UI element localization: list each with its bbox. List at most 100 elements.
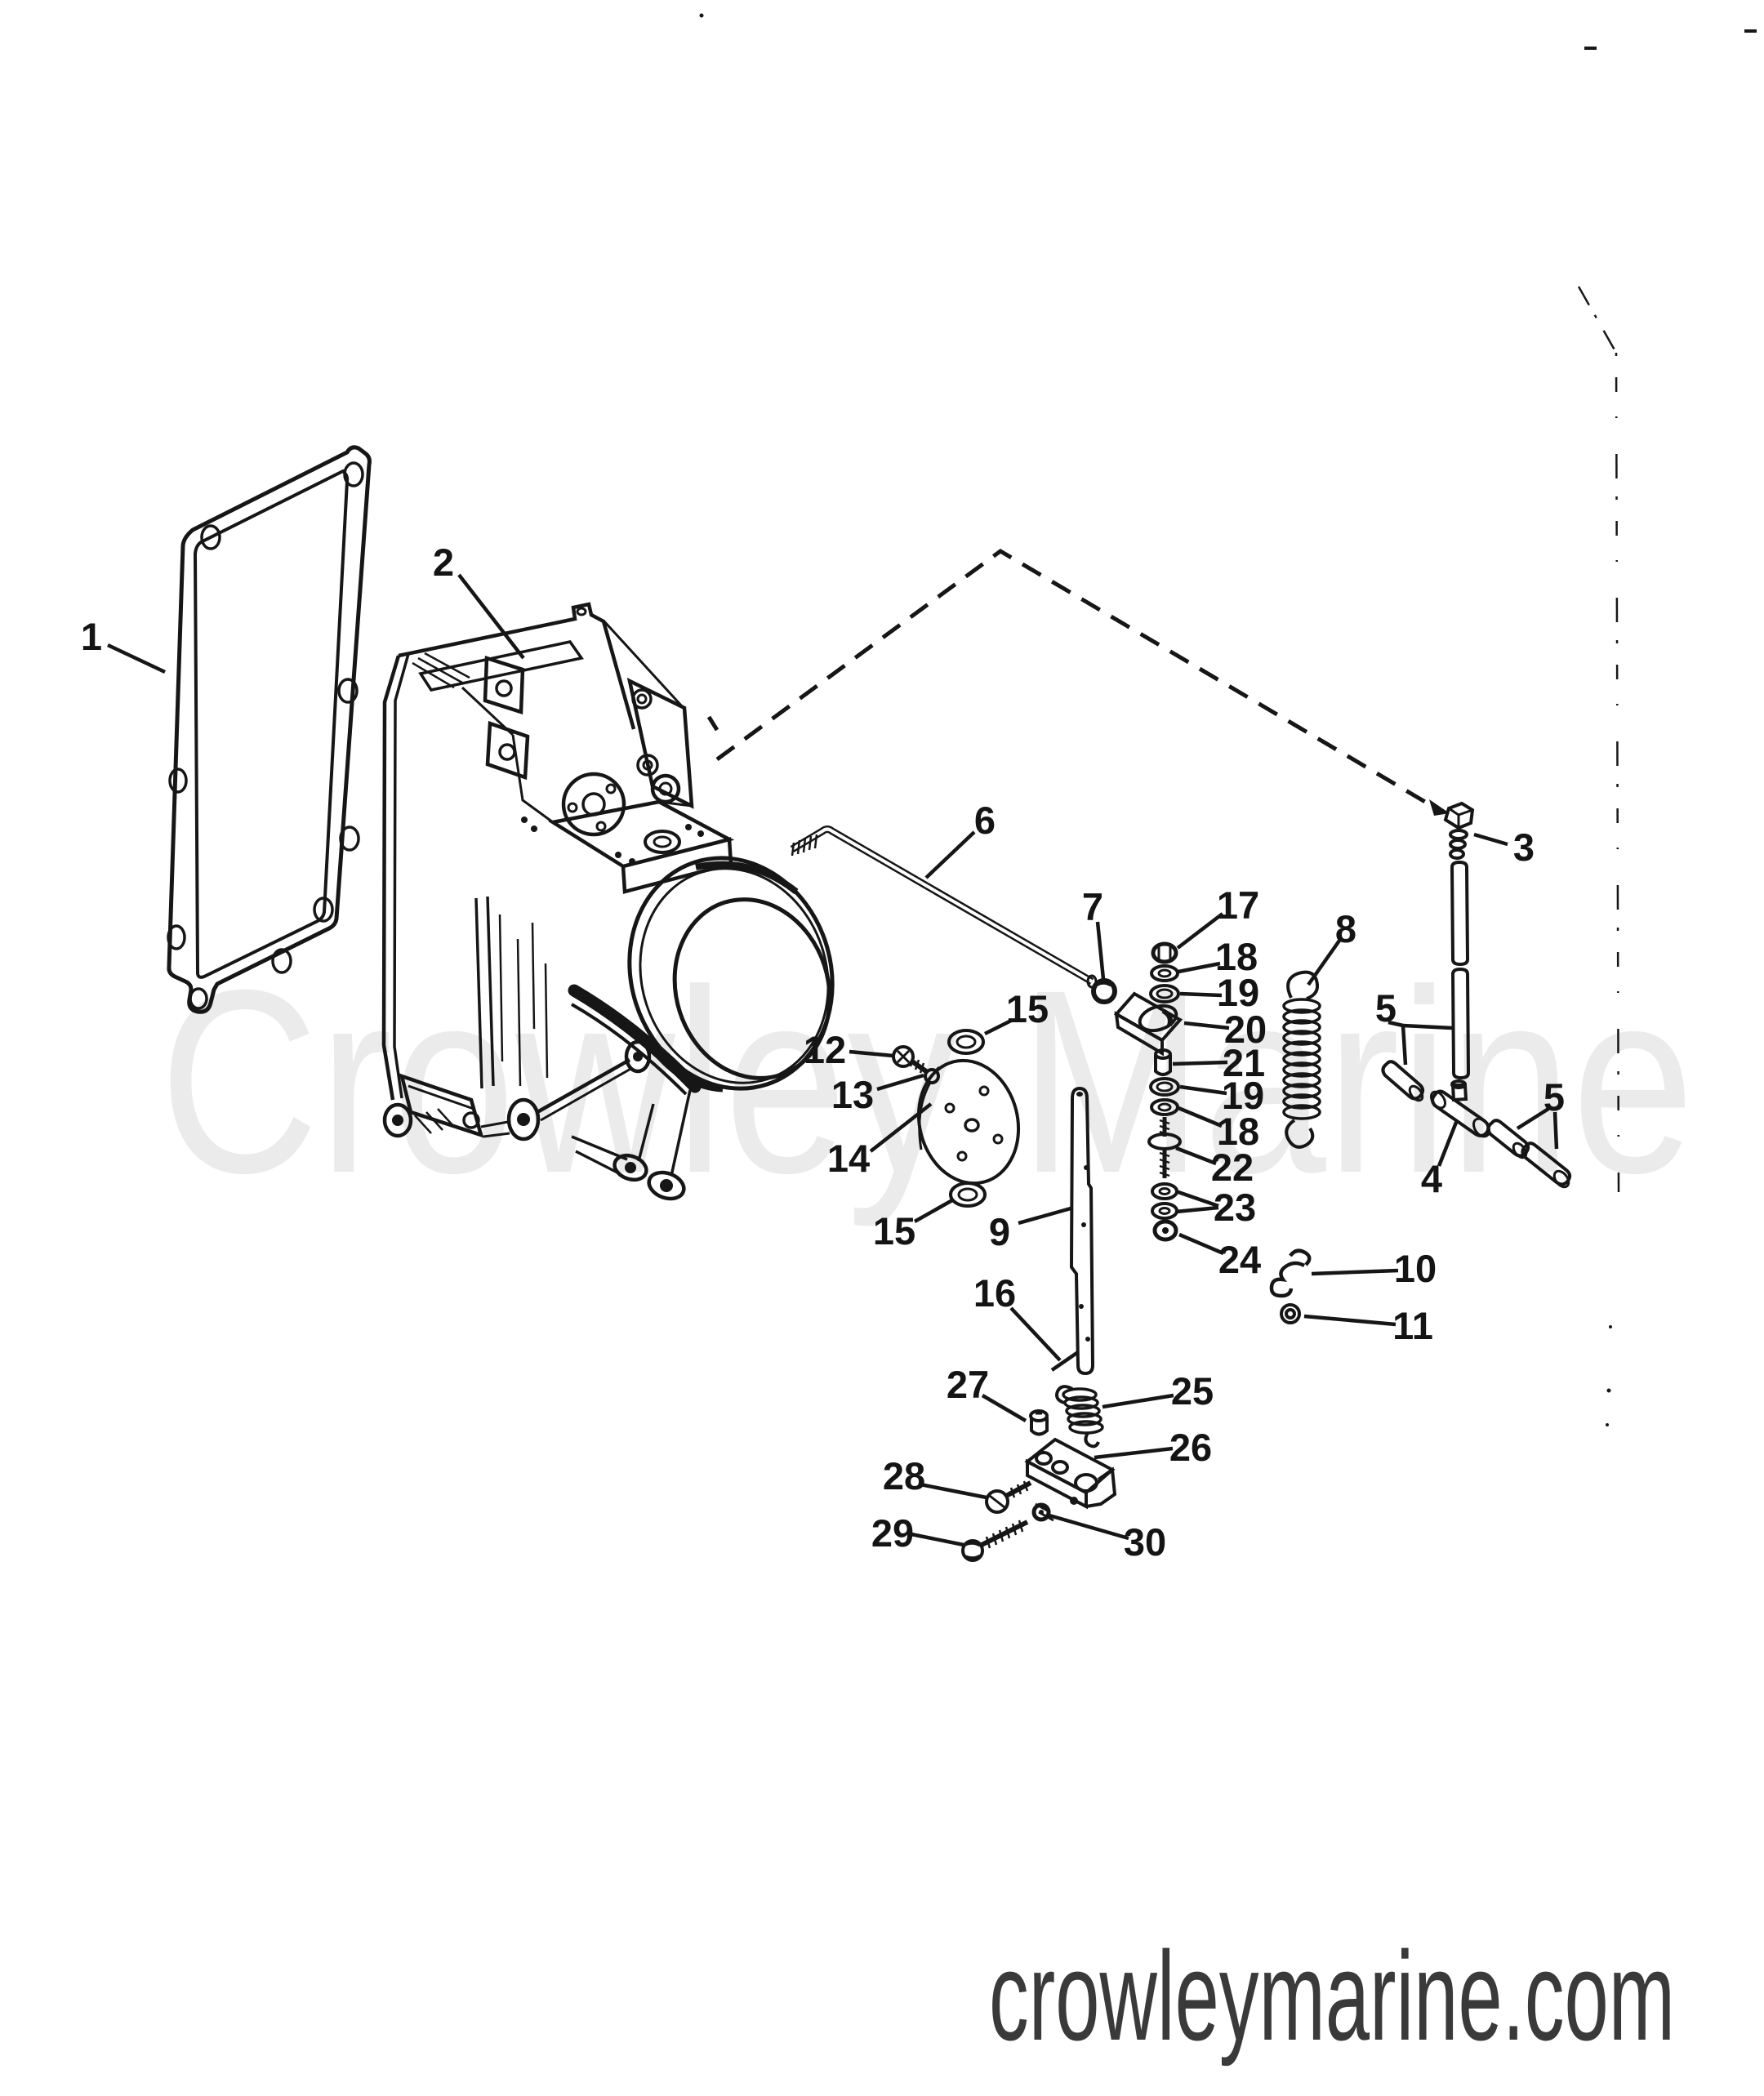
- callout-number-24: 24: [1218, 1238, 1261, 1281]
- callout-number-19: 19: [1217, 971, 1259, 1014]
- leader-line-5: [1388, 1020, 1404, 1028]
- spacer-21: [1154, 1048, 1172, 1076]
- leader-line-10: [1311, 1268, 1399, 1276]
- leader-line-17: [1176, 912, 1224, 950]
- leader-line-21: [1172, 1060, 1228, 1066]
- leader-line-27: [981, 1394, 1027, 1422]
- leader-line-9: [1018, 1206, 1071, 1226]
- callout-number-13: 13: [831, 1073, 874, 1116]
- dashed-reference-line: [706, 549, 1450, 816]
- part-tee-4: [1429, 1079, 1491, 1138]
- callout-number-10: 10: [1394, 1247, 1437, 1290]
- callout-number-5: 5: [1375, 986, 1396, 1030]
- washer-19b: [1149, 1077, 1180, 1097]
- part-washer-11: [1280, 1303, 1301, 1324]
- callout-number-21: 21: [1223, 1041, 1265, 1084]
- callout-number-9: 9: [989, 1210, 1010, 1253]
- callout-number-5: 5: [1544, 1075, 1565, 1119]
- leader-line-11: [1303, 1314, 1396, 1327]
- callout-number-22: 22: [1211, 1146, 1254, 1189]
- callout-number-25: 25: [1171, 1369, 1214, 1413]
- callout-number-14: 14: [827, 1137, 870, 1180]
- leader-line-30: [1049, 1513, 1129, 1541]
- part-screw-12: [892, 1045, 928, 1074]
- leader-line-15: [983, 1017, 1014, 1036]
- nut-24: [1152, 1219, 1178, 1242]
- leader-line-23: [1175, 1189, 1219, 1208]
- callout-number-11: 11: [1392, 1304, 1433, 1347]
- leader-line-19: [1179, 991, 1223, 998]
- part-seal-15-upper: [947, 1029, 985, 1055]
- callout-layer: 1234556789101112131415151617181920211918…: [81, 541, 1565, 1564]
- callout-number-19: 19: [1222, 1074, 1264, 1117]
- washer-19a: [1149, 984, 1180, 1003]
- leader-line-12: [849, 1049, 894, 1058]
- callout-number-29: 29: [871, 1511, 914, 1555]
- leader-line-19: [1179, 1084, 1227, 1096]
- leader-line-5: [1516, 1107, 1550, 1130]
- part-clamp-block-26: [1024, 1437, 1117, 1522]
- callout-number-15: 15: [1006, 987, 1049, 1030]
- leader-line-23: [1175, 1205, 1219, 1214]
- site-watermark: crowleymarine.com: [989, 1925, 1675, 2067]
- leader-line-7: [1095, 921, 1106, 980]
- leader-line-3: [1473, 832, 1508, 847]
- screw-22: [1147, 1117, 1182, 1178]
- callout-number-4: 4: [1421, 1157, 1442, 1200]
- leader-line-5: [1402, 1023, 1453, 1030]
- callout-number-30: 30: [1124, 1520, 1166, 1564]
- leader-line-15: [913, 1199, 954, 1223]
- part-spring-8: [1282, 970, 1321, 1149]
- leader-line-16: [1009, 1306, 1062, 1362]
- leader-line-29: [911, 1532, 964, 1547]
- gasket-bolt-holes: [167, 461, 364, 1010]
- part-screw-28: [985, 1480, 1032, 1514]
- part-diaphragm-plate-14: [916, 1058, 1021, 1186]
- part-throttle-rod: [790, 825, 1098, 989]
- callout-number-26: 26: [1169, 1426, 1212, 1469]
- callout-number-12: 12: [804, 1028, 846, 1071]
- callout-number-6: 6: [974, 799, 996, 842]
- leader-line-5: [1401, 1025, 1408, 1066]
- callout-number-7: 7: [1082, 885, 1103, 928]
- leader-line-6: [924, 830, 976, 879]
- callout-number-27: 27: [947, 1363, 989, 1406]
- part-stack-fasteners: [1113, 941, 1183, 1242]
- callout-number-3: 3: [1513, 825, 1535, 869]
- part-rod-nut: [1091, 978, 1117, 1004]
- callout-number-15: 15: [873, 1209, 915, 1253]
- part-housing: [381, 602, 835, 1201]
- callout-number-28: 28: [883, 1454, 925, 1497]
- part-bolt-29: [961, 1520, 1029, 1562]
- leader-line-4: [1437, 1119, 1459, 1167]
- leader-line-22: [1175, 1146, 1217, 1166]
- leader-line-28: [920, 1482, 987, 1500]
- part-seal-15-lower: [949, 1182, 987, 1208]
- callout-number-16: 16: [973, 1271, 1016, 1315]
- part-nut-30: [1031, 1502, 1051, 1522]
- nut-17: [1151, 941, 1178, 964]
- washer-18a: [1150, 964, 1179, 982]
- leader-line-2: [457, 573, 525, 660]
- part-spring-25: [1055, 1385, 1104, 1449]
- part-pin-27: [1029, 1409, 1049, 1436]
- leader-line-24: [1178, 1232, 1224, 1256]
- leader-line-5: [1552, 1111, 1559, 1150]
- callout-number-17: 17: [1217, 883, 1259, 927]
- part-hoses-5: [1381, 1060, 1572, 1189]
- scan-artifacts: [699, 13, 1757, 1426]
- callout-number-18: 18: [1215, 935, 1258, 978]
- leader-line-25: [1102, 1393, 1174, 1409]
- callout-number-20: 20: [1224, 1008, 1267, 1051]
- callout-number-8: 8: [1335, 907, 1356, 950]
- leader-line-16: [1050, 1351, 1080, 1372]
- leader-line-13: [876, 1073, 924, 1092]
- leader-line-18: [1178, 1106, 1223, 1128]
- part-cotter-10: [1269, 1248, 1312, 1298]
- part-elbow-3: [1443, 801, 1475, 860]
- washer-18b: [1150, 1098, 1179, 1116]
- swivel-block-20: [1113, 991, 1183, 1057]
- part-tube-upper: [1450, 860, 1471, 1080]
